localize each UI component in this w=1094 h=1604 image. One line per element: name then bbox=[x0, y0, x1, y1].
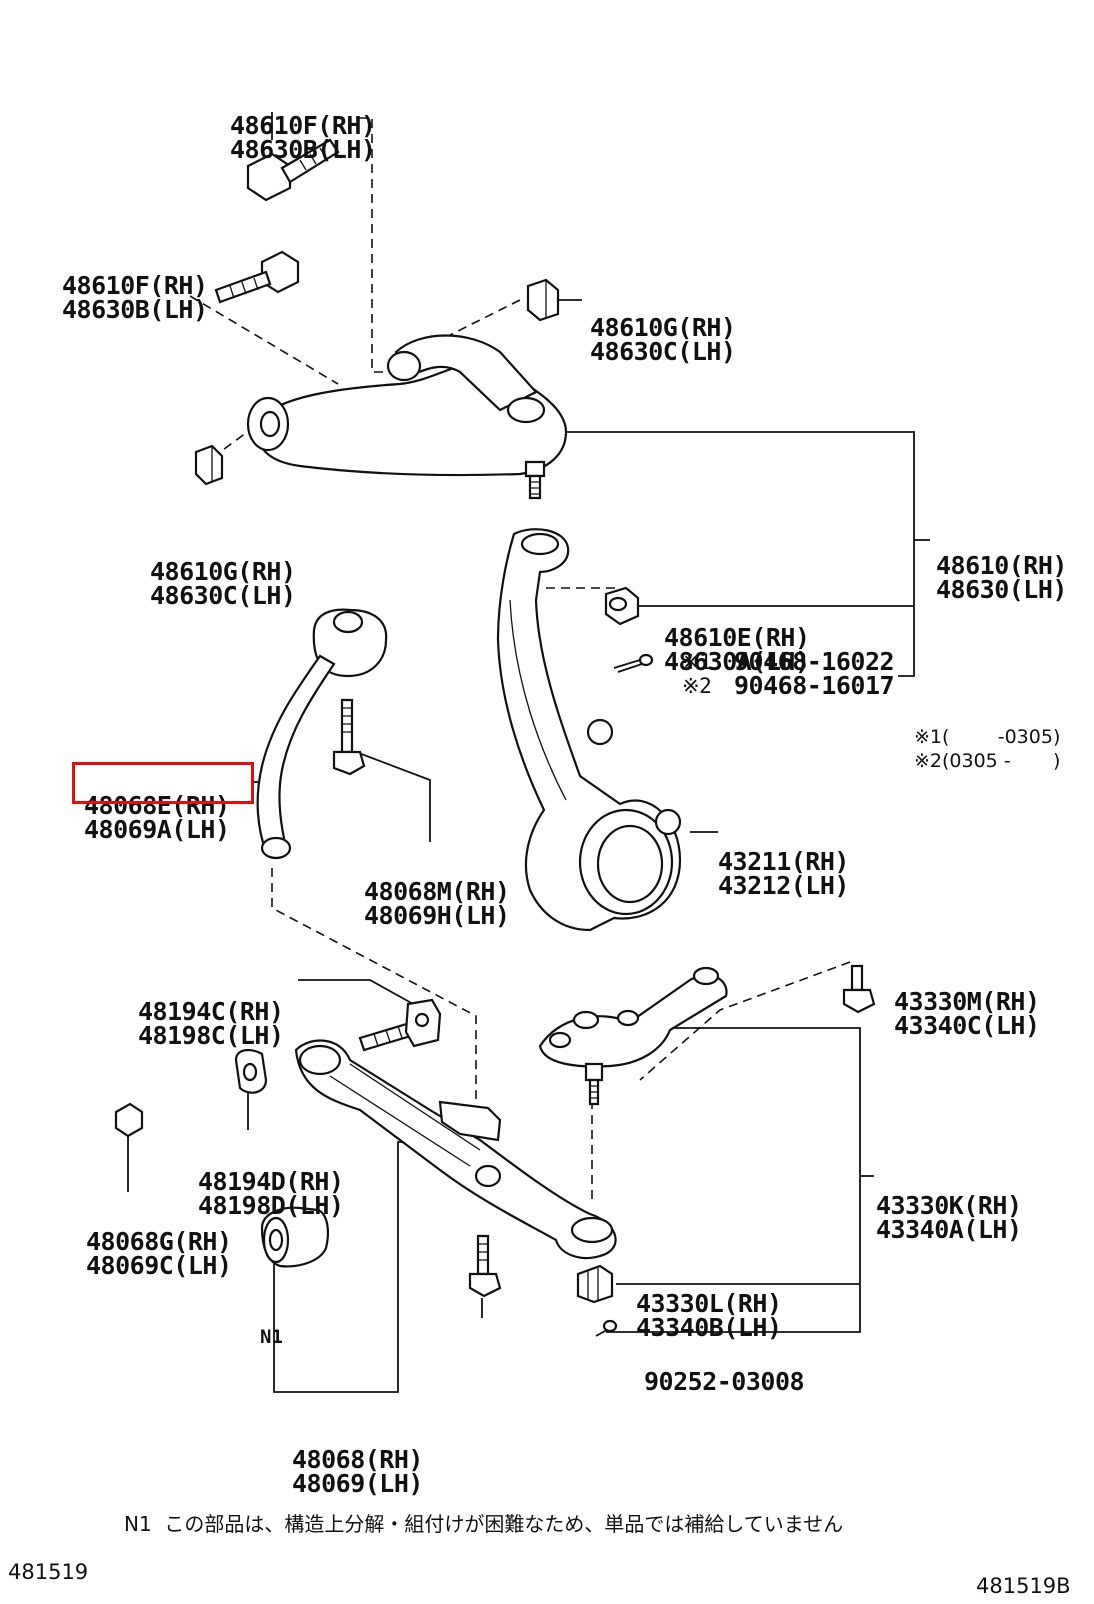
nut-upper-right bbox=[526, 278, 560, 322]
left-bolt bbox=[214, 250, 300, 304]
figure-number-right: 481519B bbox=[976, 1574, 1071, 1598]
cotter-pin bbox=[613, 653, 654, 673]
label-knuckle: 43211(RH)43212(LH) bbox=[718, 847, 849, 900]
label-n1: N1 bbox=[260, 1326, 283, 1348]
cotter-mark-1: ※1 bbox=[682, 650, 712, 674]
label-ball-joint: 43330K(RH)43340A(LH) bbox=[876, 1191, 1022, 1244]
label-cam: 48194D(RH)48198D(LH) bbox=[198, 1167, 344, 1220]
small-nut bbox=[114, 1102, 144, 1138]
lower-cotter-pin bbox=[595, 1319, 618, 1337]
figure-number-left: 481519 bbox=[8, 1560, 89, 1584]
label-top-bolt: 48610F(RH)48630B(LH) bbox=[230, 111, 376, 164]
label-strut-bolt: 48068M(RH)48069H(LH) bbox=[364, 877, 510, 930]
cam-plate bbox=[234, 1048, 268, 1094]
ball-joint-bolt bbox=[842, 964, 876, 1014]
label-lower-bolt: 48194C(RH)48198C(LH) bbox=[138, 997, 284, 1050]
label-upper-bushing: 48610E(RH)48630A(LH) bbox=[664, 623, 810, 676]
label-upper-arm: 48610(RH)48630(LH) bbox=[936, 551, 1067, 604]
bottom-bolt bbox=[468, 1234, 502, 1298]
label-strut-rod: 48068E(RH)48069A(LH) bbox=[84, 791, 230, 844]
lower-bolt bbox=[358, 998, 442, 1052]
nut-upper-left bbox=[194, 444, 224, 486]
range-note-2: ※2(0305 - ) bbox=[914, 750, 1061, 772]
footnote: N1 この部品は、構造上分解・組付けが困難なため、単品では補給していません bbox=[124, 1512, 844, 1536]
label-lower-arm: 48068(RH)48069(LH) bbox=[292, 1445, 423, 1498]
strut-bolt bbox=[332, 698, 366, 776]
label-lower-cotter-pin: 90252-03008 bbox=[644, 1367, 805, 1396]
steering-knuckle bbox=[496, 528, 682, 932]
label-bottom-bolt bbox=[414, 1306, 443, 1378]
label-nut-upper-right: 48610G(RH)48630C(LH) bbox=[590, 313, 736, 366]
label-nut-upper-left: 48610G(RH)48630C(LH) bbox=[150, 557, 296, 610]
range-note-1: ※1( -0305) bbox=[914, 726, 1061, 748]
lower-control-arm bbox=[294, 1039, 617, 1260]
label-small-nut: 48068G(RH)48069C(LH) bbox=[86, 1227, 232, 1280]
leader-lines bbox=[127, 112, 930, 1393]
cotter-part-1: 90468-16022 bbox=[734, 647, 895, 676]
label-castle-nut: 43330L(RH)43340B(LH) bbox=[636, 1289, 782, 1342]
cotter-mark-2: ※2 bbox=[682, 674, 712, 698]
upper-control-arm bbox=[246, 334, 568, 500]
label-left-bolt: 48610F(RH)48630B(LH) bbox=[62, 271, 208, 324]
ball-joint bbox=[538, 966, 728, 1106]
castle-nut bbox=[576, 1264, 614, 1304]
highlight-box bbox=[72, 762, 254, 804]
upper-bushing bbox=[604, 586, 640, 626]
lower-bushing bbox=[260, 1206, 329, 1268]
top-bolt bbox=[246, 138, 340, 202]
label-ball-joint-bolt: 43330M(RH)43340C(LH) bbox=[894, 987, 1040, 1040]
strut-rod bbox=[256, 608, 388, 860]
cotter-part-2: 90468-16017 bbox=[734, 671, 895, 700]
